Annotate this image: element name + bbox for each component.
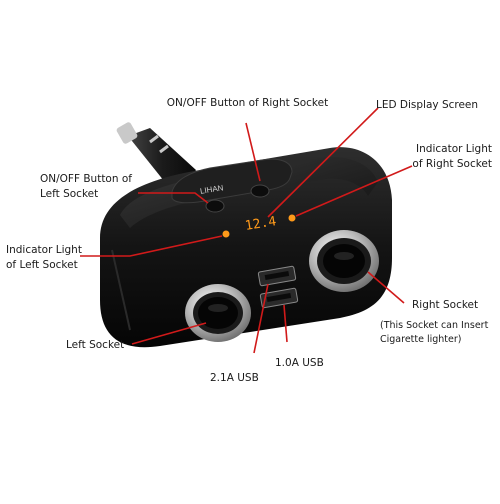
callout-line-left-socket <box>131 322 207 345</box>
label-usb-10a: 1.0A USB <box>275 357 324 369</box>
button-panel <box>171 158 293 204</box>
callout-line-usb-10a <box>283 304 288 343</box>
label-indicator-left: Indicator Light of Left Socket <box>6 244 82 271</box>
brand-logo: LIHAN <box>199 183 224 196</box>
callout-line-right-socket <box>367 271 405 304</box>
usb-10a-port[interactable] <box>259 287 299 309</box>
indicator-left-led <box>222 230 230 238</box>
callout-line-onoff-left <box>138 192 209 204</box>
body-top-panel <box>120 157 378 228</box>
indicator-right-led <box>288 214 296 222</box>
onoff-right-button[interactable] <box>250 184 270 198</box>
callout-line-usb-21a <box>253 283 269 354</box>
label-onoff-left: ON/OFF Button of Left Socket <box>40 173 132 200</box>
onoff-left-button[interactable] <box>205 199 225 213</box>
callout-line-onoff-right <box>245 122 261 182</box>
callout-line-indicator-left <box>80 235 223 257</box>
label-indicator-right: Indicator Light of Right Socket <box>412 143 492 170</box>
body-edge-highlight <box>111 249 131 331</box>
callout-line-led-display <box>267 107 379 218</box>
usb-21a-port[interactable] <box>257 265 297 287</box>
label-right-socket: Right Socket <box>412 299 479 311</box>
label-usb-21a: 2.1A USB <box>210 372 259 384</box>
splitter-body <box>100 147 392 348</box>
label-onoff-right: ON/OFF Button of Right Socket <box>166 97 329 109</box>
label-left-socket: Left Socket <box>66 339 125 351</box>
label-right-socket-note: (This Socket can Insert Cigarette lighte… <box>380 320 489 345</box>
plug-spring-contacts <box>149 134 169 154</box>
right-socket[interactable] <box>309 230 379 292</box>
left-socket[interactable] <box>185 284 251 342</box>
plug-tip <box>116 122 138 144</box>
callout-line-indicator-right <box>295 165 413 217</box>
label-led-display: LED Display Screen <box>376 99 479 111</box>
led-display-reading: 12.4 <box>244 214 277 234</box>
